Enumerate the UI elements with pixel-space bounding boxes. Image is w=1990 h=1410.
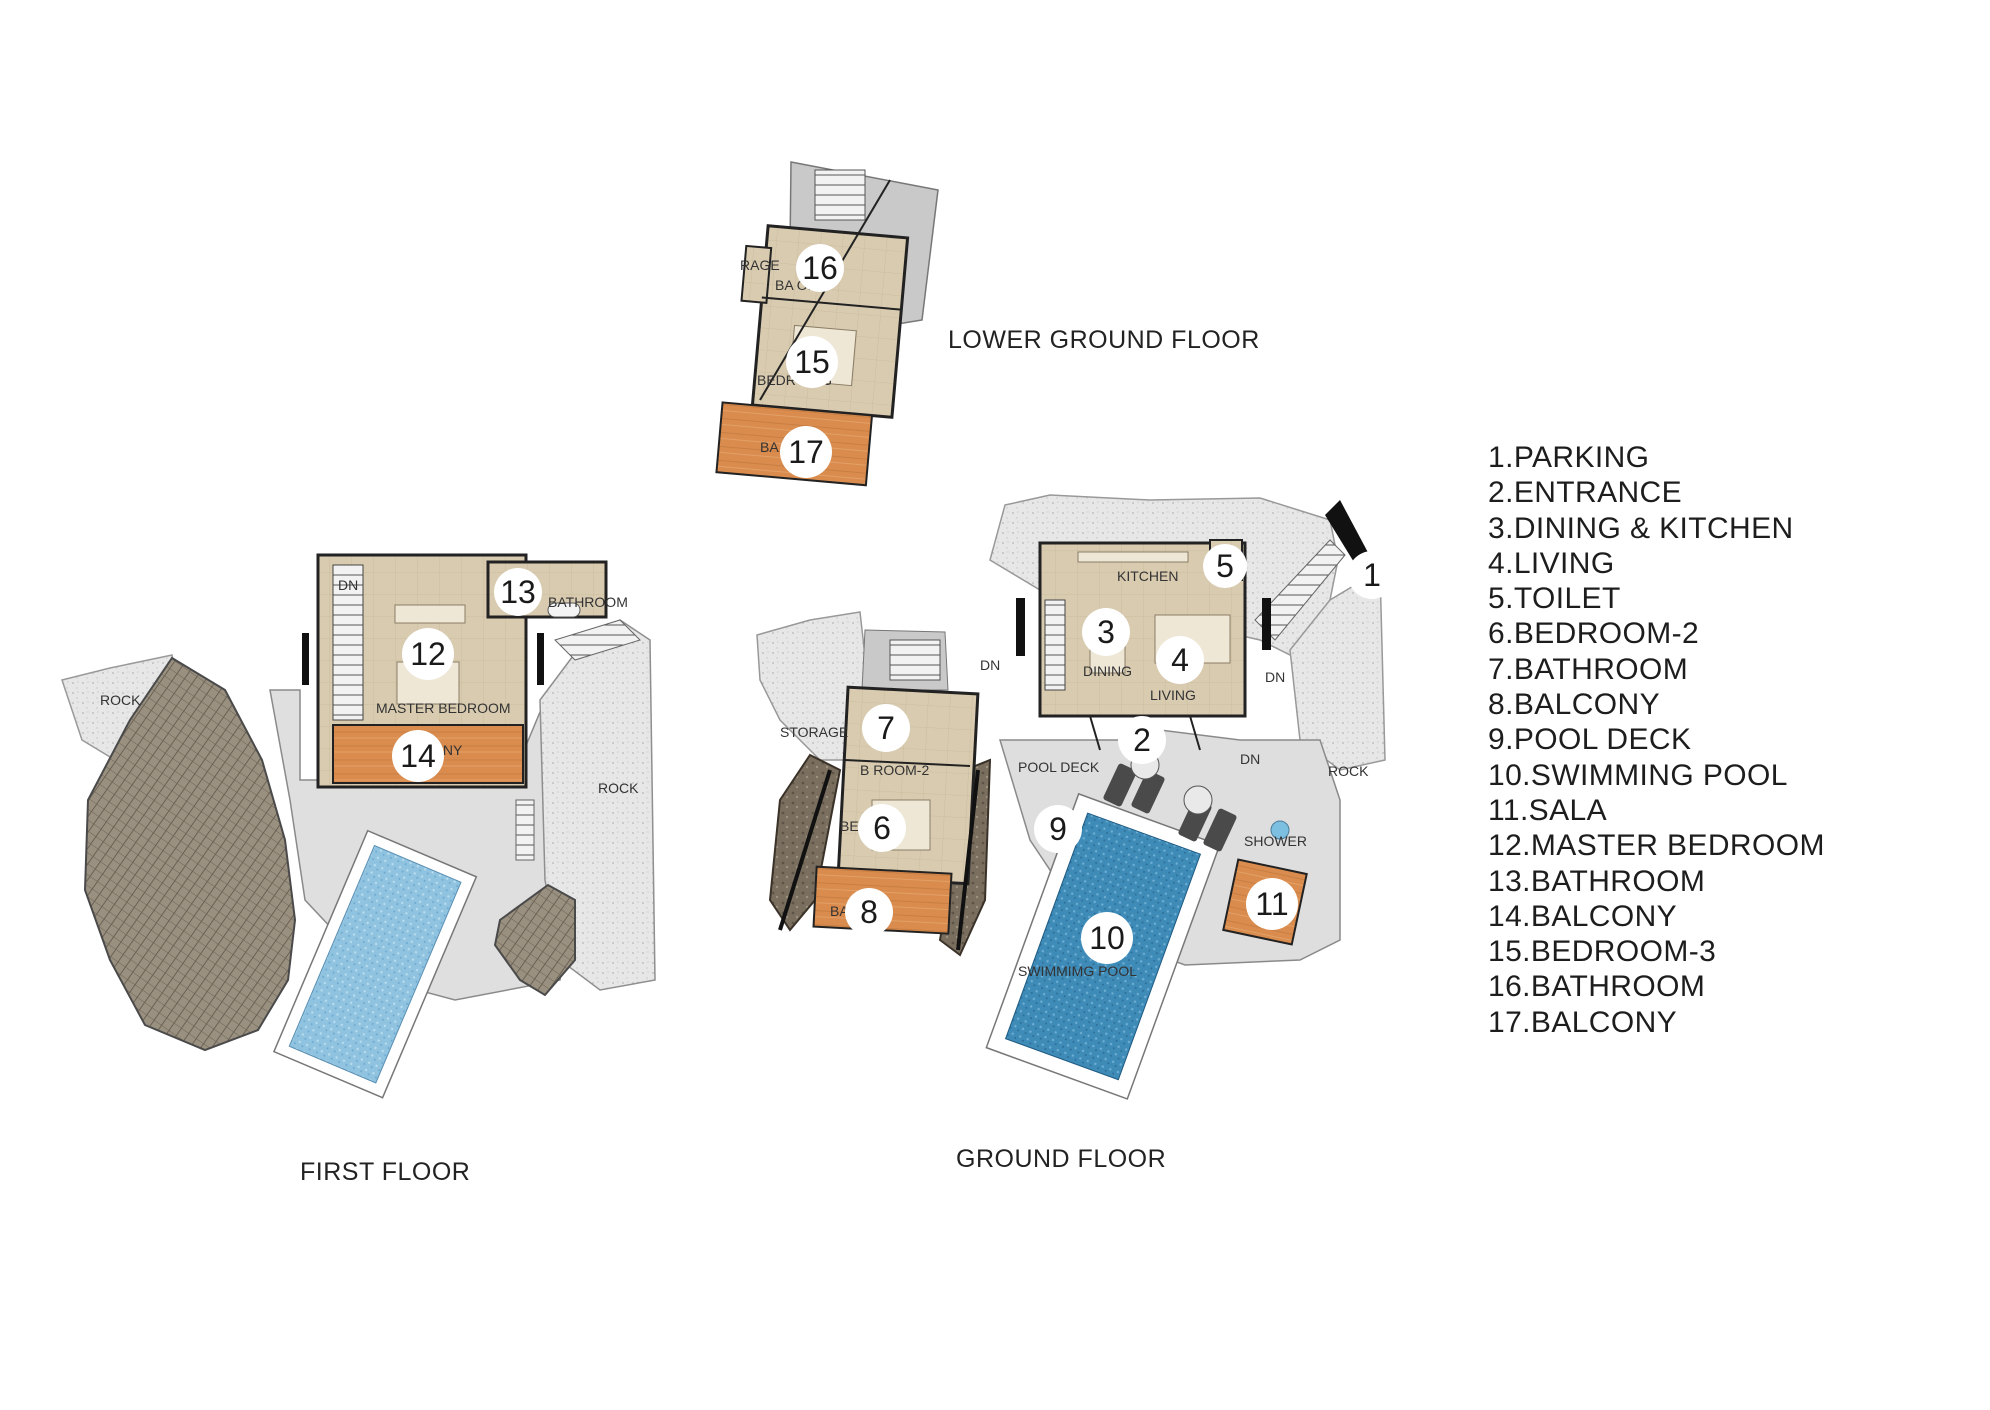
badge-2: 2 bbox=[1118, 716, 1166, 764]
pool-loungers bbox=[1103, 750, 1237, 852]
ground-floor-title: GROUND FLOOR bbox=[956, 1145, 1167, 1173]
wall-fin-first-a bbox=[302, 633, 309, 685]
legend-item: 8.BALCONY bbox=[1488, 688, 1660, 722]
rock-hatched-large bbox=[83, 656, 297, 1052]
svg-text:2: 2 bbox=[1133, 722, 1151, 758]
legend-item: 15.BEDROOM-3 bbox=[1488, 935, 1717, 969]
svg-text:15: 15 bbox=[794, 344, 830, 380]
label-storage-lg: RAGE bbox=[740, 257, 780, 273]
svg-text:7: 7 bbox=[877, 710, 895, 746]
ground-floor-plan bbox=[756, 494, 1386, 1100]
badge-6: 6 bbox=[858, 804, 906, 852]
badge-14: 14 bbox=[392, 730, 444, 782]
svg-text:5: 5 bbox=[1216, 548, 1234, 584]
legend-item: 9.POOL DECK bbox=[1488, 723, 1692, 757]
badge-1: 1 bbox=[1348, 551, 1396, 599]
label-bathroom-first: BATHROOM bbox=[548, 594, 628, 610]
badge-8: 8 bbox=[845, 888, 893, 936]
badge-3: 3 bbox=[1082, 608, 1130, 656]
badge-4: 4 bbox=[1156, 636, 1204, 684]
first-floor-stairs bbox=[332, 564, 364, 721]
first-floor-steps bbox=[515, 799, 535, 861]
legend-item: 11.SALA bbox=[1488, 793, 1607, 827]
bedroom2-stairs bbox=[889, 639, 941, 681]
wall-fin-first-b bbox=[537, 633, 544, 685]
badge-13: 13 bbox=[494, 568, 542, 616]
legend-item: 14.BALCONY bbox=[1488, 899, 1678, 933]
lg-storage bbox=[740, 244, 773, 304]
badge-16: 16 bbox=[796, 244, 844, 292]
legend-item: 1.PARKING bbox=[1488, 441, 1650, 474]
svg-text:13: 13 bbox=[500, 574, 536, 610]
label-dn-first: DN bbox=[338, 577, 358, 593]
first-floor-plan bbox=[61, 553, 656, 1099]
legend-item: 3.DINING & KITCHEN bbox=[1488, 511, 1794, 545]
svg-text:17: 17 bbox=[788, 434, 824, 470]
badge-9: 9 bbox=[1034, 805, 1082, 853]
first-floor-bathtub bbox=[547, 602, 581, 618]
legend-item: 13.BATHROOM bbox=[1488, 864, 1706, 898]
label-pool-deck: POOL DECK bbox=[1018, 759, 1100, 775]
label-rock-right: ROCK bbox=[1328, 763, 1369, 779]
label-master-bedroom: MASTER BEDROOM bbox=[376, 700, 511, 716]
label-swimming-pool: SWIMMIMG POOL bbox=[1018, 963, 1137, 979]
badge-12: 12 bbox=[402, 628, 454, 680]
legend-item: 4.LIVING bbox=[1488, 546, 1615, 580]
label-dn-ground-a: DN bbox=[980, 657, 1000, 673]
first-floor-title: FIRST FLOOR bbox=[300, 1158, 471, 1186]
label-dining: DINING bbox=[1083, 663, 1132, 679]
svg-text:11: 11 bbox=[1255, 886, 1288, 922]
badge-7: 7 bbox=[862, 704, 910, 752]
label-rock-mid: ROCK bbox=[598, 780, 639, 796]
svg-text:1: 1 bbox=[1363, 557, 1381, 593]
svg-text:3: 3 bbox=[1097, 614, 1115, 650]
label-shower: SHOWER bbox=[1244, 833, 1307, 849]
legend-item: 7.BATHROOM bbox=[1488, 652, 1689, 686]
svg-text:4: 4 bbox=[1171, 642, 1189, 678]
first-floor-steps-upper bbox=[554, 619, 641, 661]
legend-item: 10.SWIMMING POOL bbox=[1488, 758, 1788, 792]
legend-item: 6.BEDROOM-2 bbox=[1488, 617, 1700, 651]
svg-text:14: 14 bbox=[400, 738, 436, 774]
badge-17: 17 bbox=[780, 426, 832, 478]
label-bathroom-2: B ROOM-2 bbox=[860, 762, 929, 778]
wall-fin-ground-a bbox=[1016, 598, 1025, 656]
first-floor-pool bbox=[272, 829, 478, 1099]
shower-tray bbox=[1270, 820, 1290, 840]
svg-text:10: 10 bbox=[1089, 920, 1125, 956]
label-dn-ground-c: DN bbox=[1240, 751, 1260, 767]
label-rock-left: ROCK bbox=[100, 692, 141, 708]
legend-item: 17.BALCONY bbox=[1488, 1005, 1678, 1039]
legend-item: 5.TOILET bbox=[1488, 582, 1621, 616]
badge-11: 11 bbox=[1246, 878, 1298, 930]
badge-15: 15 bbox=[786, 336, 838, 388]
room-legend: 1.PARKING 2.ENTRANCE 3.DINING & KITCHEN … bbox=[1488, 440, 1825, 1040]
legend-item: 12.MASTER BEDROOM bbox=[1488, 829, 1825, 863]
legend-item: 16.BATHROOM bbox=[1488, 970, 1706, 1004]
badge-5: 5 bbox=[1203, 544, 1247, 588]
label-dn-ground-b: DN bbox=[1265, 669, 1285, 685]
svg-text:6: 6 bbox=[873, 810, 891, 846]
label-living: LIVING bbox=[1150, 687, 1196, 703]
svg-text:8: 8 bbox=[860, 894, 878, 930]
svg-text:12: 12 bbox=[410, 636, 446, 672]
label-storage: STORAGE bbox=[780, 724, 848, 740]
first-floor-desk bbox=[394, 604, 466, 624]
rock-hatched-small bbox=[493, 883, 576, 997]
kitchen-counter bbox=[1077, 551, 1189, 563]
room-number-badges: 1 2 3 4 5 6 7 8 9 10 11 12 13 14 15 16 1… bbox=[392, 244, 1396, 964]
main-house-stairs bbox=[1044, 599, 1066, 691]
bedroom2-wing bbox=[836, 685, 980, 886]
wall-fin-ground-b bbox=[1262, 598, 1271, 650]
legend-item: 2.ENTRANCE bbox=[1488, 476, 1683, 510]
lg-stairs bbox=[814, 169, 866, 221]
svg-text:16: 16 bbox=[802, 250, 838, 286]
label-kitchen: KITCHEN bbox=[1117, 568, 1178, 584]
badge-10: 10 bbox=[1081, 912, 1133, 964]
svg-text:9: 9 bbox=[1049, 811, 1067, 847]
lower-ground-floor-title: LOWER GROUND FLOOR bbox=[948, 326, 1260, 354]
